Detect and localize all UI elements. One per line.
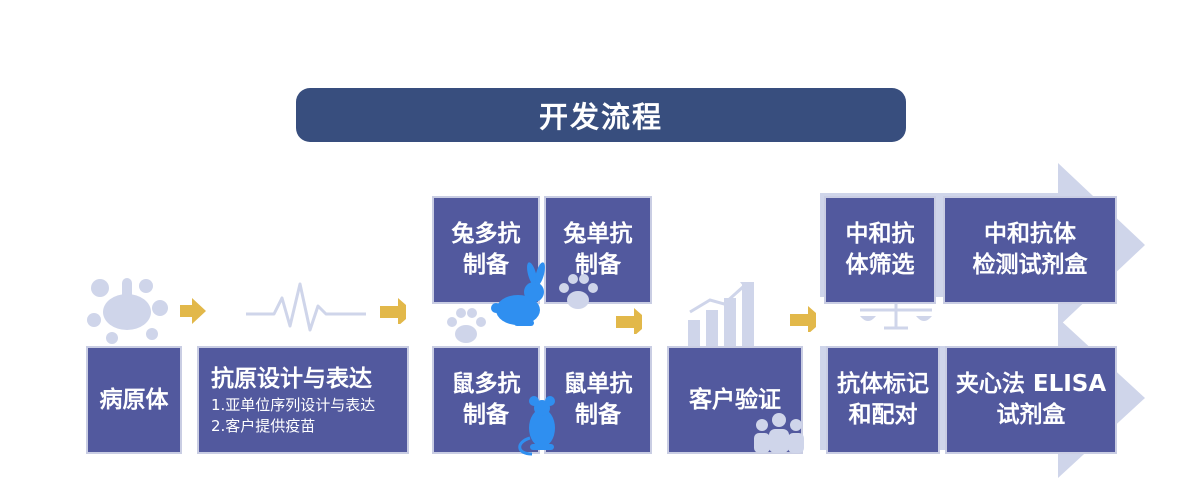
arrow-right-icon xyxy=(380,298,406,324)
step-antigen-label: 抗原设计与表达 xyxy=(211,365,372,392)
step-antigen-line-2: 2.客户提供疫苗 xyxy=(211,416,316,435)
paw-icon xyxy=(447,308,486,343)
mouse-icon xyxy=(518,396,555,456)
step-antigen-line-1: 1.亚单位序列设计与表达 xyxy=(211,395,376,414)
step-label-pair: 抗体标记 和配对 xyxy=(826,346,940,454)
step-customer: 客户验证 xyxy=(667,346,803,454)
step-neutral-screen: 中和抗 体筛选 xyxy=(824,196,936,304)
chart-icon xyxy=(688,282,754,346)
step-neutral-kit-label: 中和抗体 检测试剂盒 xyxy=(972,221,1088,278)
step-mouse-poly-label: 鼠多抗 制备 xyxy=(451,371,521,428)
step-neutral-kit: 中和抗体 检测试剂盒 xyxy=(943,196,1117,304)
step-pathogen: 病原体 xyxy=(86,346,182,454)
splash-icon xyxy=(87,278,168,344)
step-mouse-poly: 鼠多抗 制备 xyxy=(432,346,540,454)
step-pathogen-label: 病原体 xyxy=(99,386,169,413)
step-elisa-kit-label: 夹心法 ELISA 试剂盒 xyxy=(955,371,1107,428)
arrow-right-icon xyxy=(616,308,642,334)
arrow-right-icon xyxy=(790,306,816,332)
step-elisa-kit: 夹心法 ELISA 试剂盒 xyxy=(945,346,1117,454)
step-customer-label: 客户验证 xyxy=(689,386,781,413)
title-banner: 开发流程 xyxy=(296,88,906,142)
arrow-right-icon xyxy=(180,298,206,324)
step-rabbit-mono-label: 兔单抗 制备 xyxy=(563,221,633,278)
step-rabbit-poly-label: 兔多抗 制备 xyxy=(451,221,521,278)
step-mouse-mono: 鼠单抗 制备 xyxy=(544,346,652,454)
people-icon xyxy=(754,413,804,453)
pulse-icon xyxy=(246,282,366,332)
step-neutral-screen-label: 中和抗 体筛选 xyxy=(845,221,915,278)
rabbit-icon xyxy=(491,262,545,326)
scale-icon xyxy=(860,304,932,330)
page-title: 开发流程 xyxy=(538,100,663,134)
step-antigen: 抗原设计与表达 1.亚单位序列设计与表达 2.客户提供疫苗 xyxy=(197,346,409,454)
step-rabbit-poly: 兔多抗 制备 xyxy=(432,196,540,304)
paw-icon xyxy=(559,274,598,309)
step-label-pair-label: 抗体标记 和配对 xyxy=(837,371,929,428)
step-mouse-mono-label: 鼠单抗 制备 xyxy=(563,371,633,428)
